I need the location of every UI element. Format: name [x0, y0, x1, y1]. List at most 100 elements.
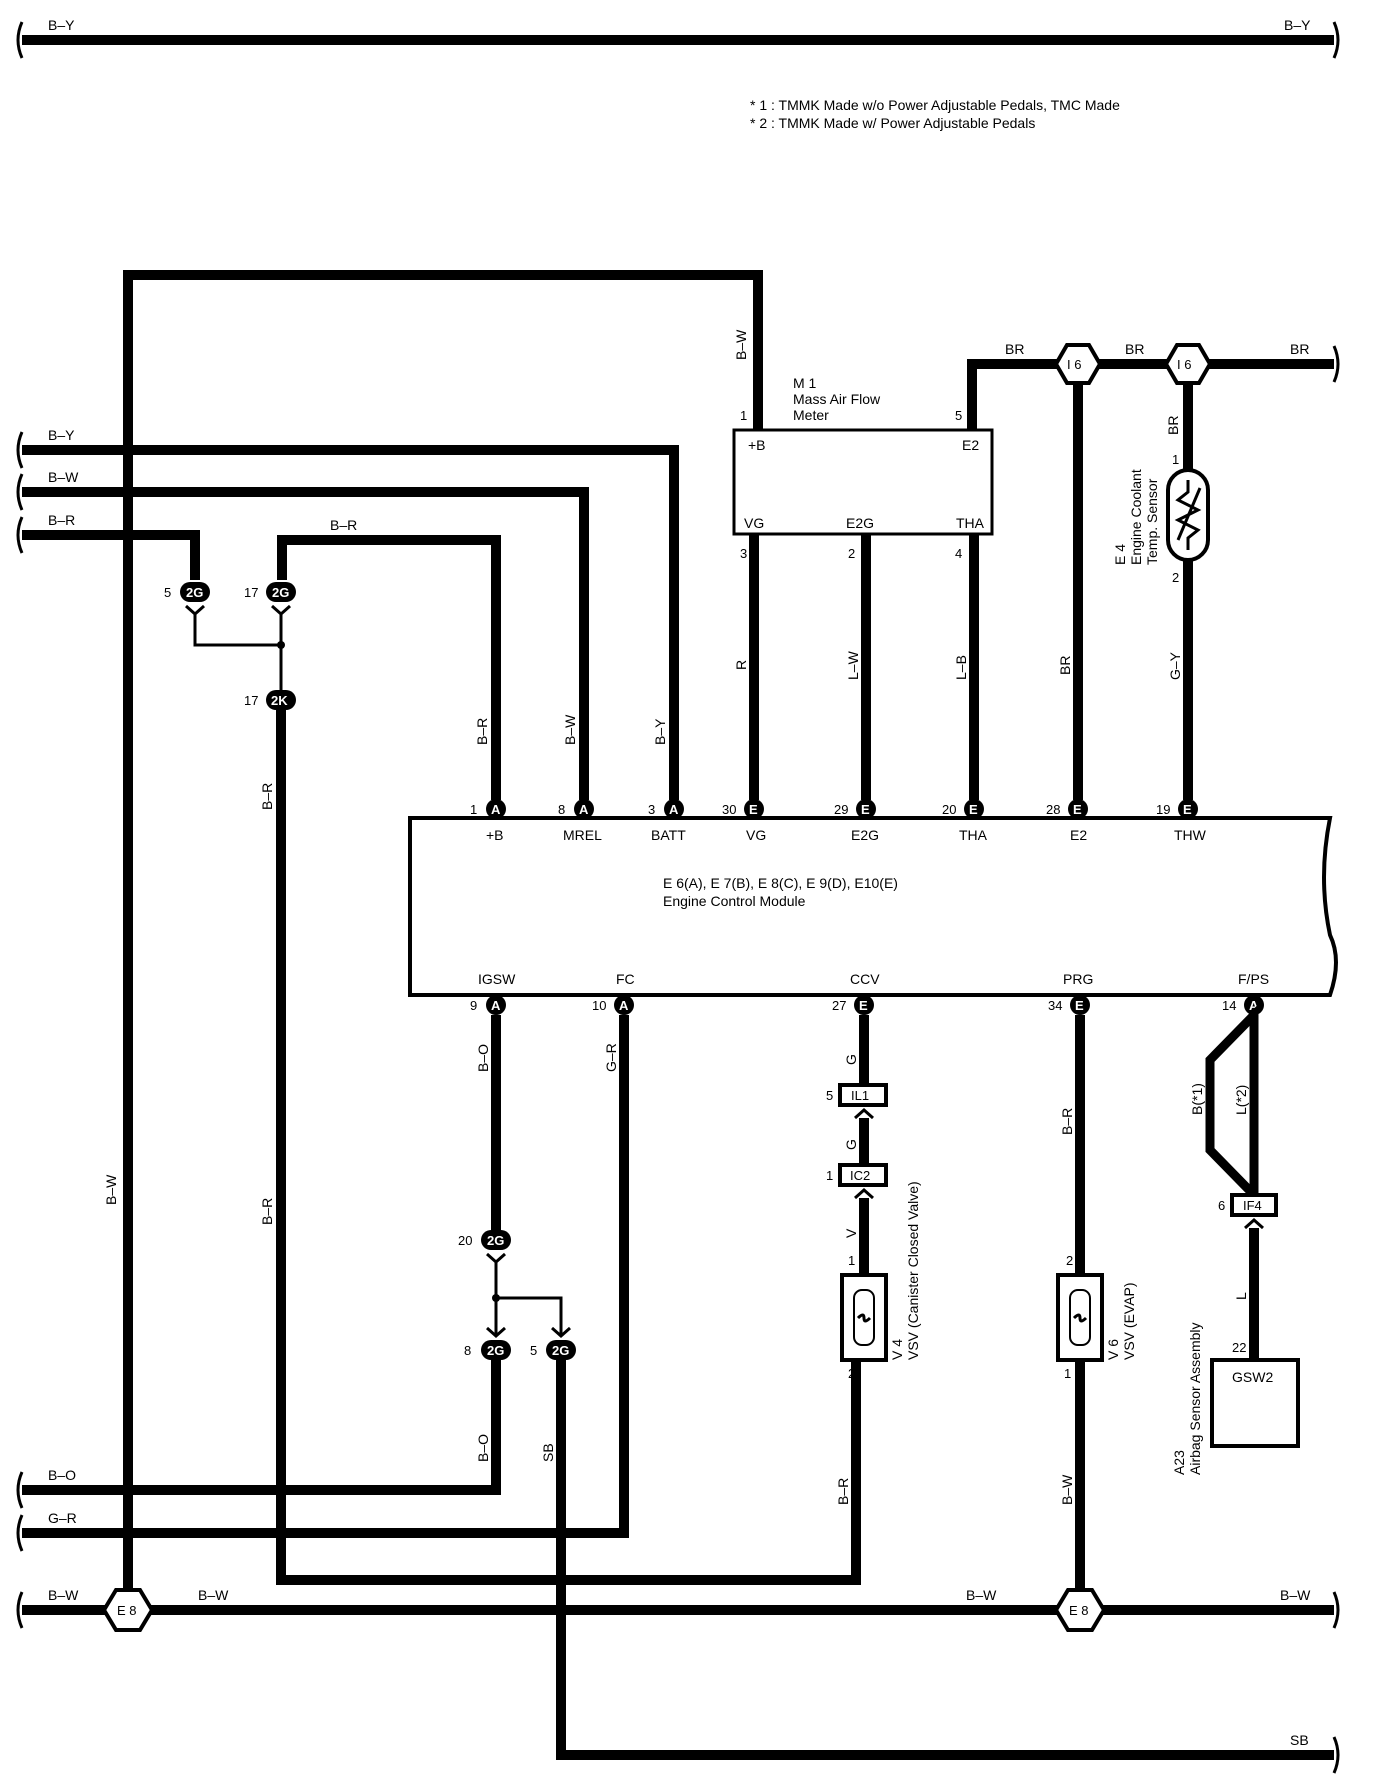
connector-label: E — [969, 802, 978, 817]
engine-coolant-temp-sensor: E 4 Engine Coolant Temp. Sensor — [1112, 468, 1210, 565]
wire-label: B–W — [48, 469, 79, 485]
pin-number: 1 — [1172, 452, 1179, 467]
pin-number: 2 — [848, 546, 855, 561]
pin-number: 1 — [826, 1168, 833, 1183]
pin-number: 2 — [1066, 1253, 1073, 1268]
wire-label: B–R — [48, 512, 75, 528]
wire-br-bus — [967, 359, 1334, 430]
wire-label: B–W — [103, 1174, 119, 1205]
wire-label: SB — [540, 1443, 556, 1462]
maf-pin-vg: VG — [744, 515, 764, 531]
connector-label: 2G — [552, 1343, 569, 1358]
pin-number: 5 — [955, 408, 962, 423]
pin-number: 6 — [1218, 1198, 1225, 1213]
pin-number: 1 — [740, 408, 747, 423]
wire-label: B–Y — [48, 427, 75, 443]
bus-by-top: B–Y B–Y — [16, 17, 1340, 59]
note-1: * 1 : TMMK Made w/o Power Adjustable Ped… — [750, 97, 1120, 113]
connector-2g: 2G 17 — [244, 582, 296, 617]
pin-number: 14 — [1222, 998, 1236, 1013]
maf-id: M 1 — [793, 375, 817, 391]
vsv-evap-name: VSV (EVAP) — [1121, 1282, 1137, 1360]
mass-air-flow-meter: M 1 Mass Air Flow Meter +B E2 VG E2G THA… — [732, 375, 994, 561]
connector-label: IF4 — [1243, 1198, 1262, 1213]
wire-label: B–R — [474, 718, 490, 745]
connector-label: 2G — [487, 1233, 504, 1248]
pin-number: 5 — [826, 1088, 833, 1103]
pin-number: 34 — [1048, 998, 1062, 1013]
pin-number: 27 — [832, 998, 846, 1013]
wire-label: B–R — [330, 517, 357, 533]
pin-number: 10 — [592, 998, 606, 1013]
connector-label: E — [1075, 998, 1084, 1013]
wire-label: B–W — [733, 329, 749, 360]
engine-control-module: E 6(A), E 7(B), E 8(C), E 9(D), E10(E) E… — [408, 816, 1338, 997]
wire-sb-out — [556, 1360, 1334, 1760]
connector-label: IC2 — [850, 1168, 870, 1183]
ecm-pin-mrel: MREL — [563, 827, 602, 843]
connector-label: E — [859, 998, 868, 1013]
wire-label: B–Y — [1284, 17, 1311, 33]
pin-number: 1 — [470, 802, 477, 817]
solenoid-icon — [856, 1313, 872, 1323]
wire-label: B–O — [475, 1044, 491, 1072]
airbag-name: Airbag Sensor Assembly — [1187, 1322, 1203, 1475]
pin-number: 1 — [848, 1253, 855, 1268]
connector-label: E — [749, 802, 758, 817]
vsv-ccv-id: V 4 — [889, 1339, 905, 1360]
connector-label: E — [1073, 802, 1082, 817]
ecm-pin-thw: THW — [1174, 827, 1207, 843]
ecm-pin-prg: PRG — [1063, 971, 1093, 987]
vsv-evap-id: V 6 — [1105, 1339, 1121, 1360]
pin-number: 20 — [458, 1233, 472, 1248]
ecm-title: E 6(A), E 7(B), E 8(C), E 9(D), E10(E) — [663, 875, 898, 891]
wire-bw-maf — [123, 270, 763, 1610]
connector-label: E 8 — [1069, 1603, 1089, 1618]
wire-label: G — [843, 1054, 859, 1065]
wire-label: BR — [1057, 656, 1073, 675]
connector-label: 2G — [272, 585, 289, 600]
maf-pin-e2g: E2G — [846, 515, 874, 531]
wire-label: L–W — [845, 650, 861, 680]
connector-label: 2G — [186, 585, 203, 600]
wire-label: G — [843, 1139, 859, 1150]
wire-label: B–W — [48, 1587, 79, 1603]
pin-number: 4 — [955, 546, 962, 561]
wire-label: B–R — [259, 1198, 275, 1225]
vsv-evap: V 6 VSV (EVAP) — [1056, 1273, 1137, 1362]
pin-number: 28 — [1046, 802, 1060, 817]
wire-label: B–R — [835, 1478, 851, 1505]
pin-number: 17 — [244, 585, 258, 600]
pin-number: 29 — [834, 802, 848, 817]
connector-label: A — [579, 802, 589, 817]
connector-label: E — [1183, 802, 1192, 817]
connector-2g: 2G 5 — [164, 582, 210, 617]
maf-pin-tha: THA — [956, 515, 985, 531]
connector-e8: E 8 — [101, 1588, 155, 1632]
wire-label: B–W — [1059, 1474, 1075, 1505]
wire-label: BR — [1165, 416, 1181, 435]
connector-label: A — [619, 998, 629, 1013]
connector-2g: 2G 20 — [458, 1230, 511, 1265]
ecm-pin-tha: THA — [959, 827, 988, 843]
pin-number: 8 — [464, 1343, 471, 1358]
connector-2g: 2G 5 — [530, 1326, 576, 1360]
ecm-pin-fc: FC — [616, 971, 635, 987]
ecm-top-connectors: A1 A8 A3 E30 E29 E20 E28 E19 — [470, 799, 1198, 819]
wire-label: L(*2) — [1233, 1085, 1249, 1115]
connector-ic2: IC2 1 — [826, 1163, 888, 1200]
coolant-name-2: Temp. Sensor — [1144, 478, 1160, 565]
wire-label: G–R — [603, 1043, 619, 1072]
connector-label: E 8 — [117, 1603, 137, 1618]
ecm-pin-e2g: E2G — [851, 827, 879, 843]
maf-name: Mass Air Flow — [793, 391, 881, 407]
ecm-pin-e2: E2 — [1070, 827, 1087, 843]
ecm-pin-batt: BATT — [651, 827, 686, 843]
wire-label: BR — [1125, 341, 1144, 357]
pin-number: 9 — [470, 998, 477, 1013]
wire-label: B–W — [1280, 1587, 1311, 1603]
pin-number: 3 — [740, 546, 747, 561]
wire-label: BR — [1005, 341, 1024, 357]
wire-label: B–W — [198, 1587, 229, 1603]
pin-number: 2 — [1172, 570, 1179, 585]
